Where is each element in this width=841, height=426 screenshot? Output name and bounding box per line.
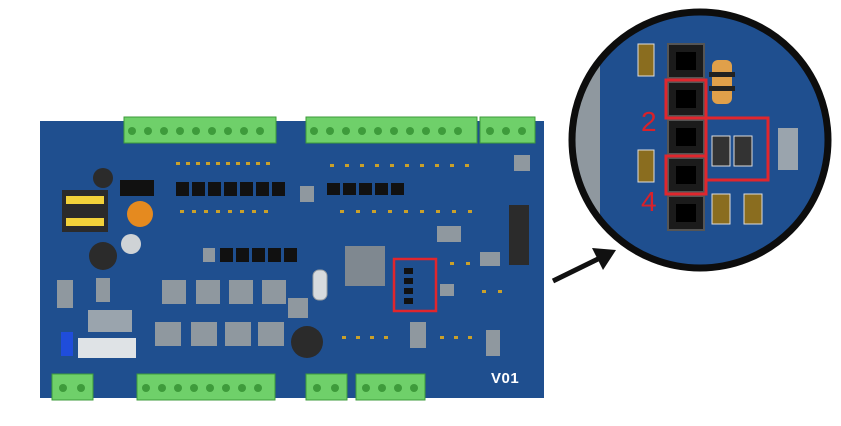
diode <box>96 278 110 302</box>
grey-ic <box>486 330 500 356</box>
header-pins-zoom <box>667 43 705 231</box>
grey-ic <box>437 226 461 242</box>
inductor <box>88 310 132 332</box>
header-pins-small <box>404 268 413 304</box>
diode <box>57 280 73 308</box>
pin-label-4: 4 <box>641 186 657 217</box>
highlight-box-pin-2 <box>664 78 708 120</box>
grey-components <box>155 186 314 346</box>
heatsink <box>78 338 136 358</box>
smd-pads <box>176 162 502 339</box>
crystal <box>312 269 328 301</box>
grey-ic <box>410 322 426 348</box>
ic-row <box>176 182 404 262</box>
relay <box>120 180 154 196</box>
terminal-block-bottom-3 <box>305 373 348 401</box>
highlight-box-board <box>392 257 438 313</box>
board-version-label: V01 <box>491 370 520 387</box>
terminal-block-top-right <box>479 116 536 144</box>
microcontroller <box>345 246 385 286</box>
arrow-right-up-icon <box>551 248 616 284</box>
electrolytic-capacitor <box>291 326 323 358</box>
grey-ic <box>514 155 530 171</box>
highlight-box-resistors <box>704 116 770 182</box>
grey-ic <box>440 284 454 296</box>
blue-led <box>61 332 73 356</box>
grey-ic <box>480 252 500 266</box>
terminal-block-top-middle <box>305 116 478 144</box>
buzzer <box>127 201 153 227</box>
terminal-block-bottom-1 <box>51 373 94 401</box>
pin-label-2: 2 <box>641 106 657 137</box>
terminal-block-bottom-2 <box>136 373 276 401</box>
button <box>121 234 141 254</box>
capacitor <box>93 168 113 188</box>
capacitor <box>89 242 117 270</box>
connector-right <box>509 205 529 265</box>
zoom-components <box>637 43 798 225</box>
zoom-circle <box>568 8 832 272</box>
terminal-block-bottom-4 <box>355 373 426 401</box>
terminal-block-top-left <box>123 116 277 144</box>
